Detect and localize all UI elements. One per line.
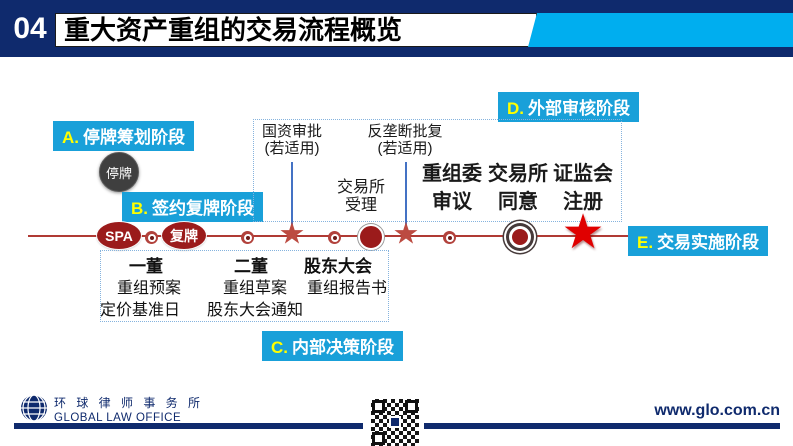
stage-e-label: E.交易实施阶段 xyxy=(628,226,769,256)
meeting-notice-label: 股东大会通知 xyxy=(206,302,304,319)
soe-star-icon: ★ xyxy=(278,217,306,251)
antitrust-star-icon: ★ xyxy=(392,217,420,251)
qr-finder-icon xyxy=(405,400,418,413)
firm-wordmark: 环 球 律 师 事 务 所 GLOBAL LAW OFFICE xyxy=(54,394,204,424)
title-box: 重大资产重组的交易流程概览 xyxy=(55,13,537,47)
csrc-registration-star-icon: ★ xyxy=(561,206,605,260)
firm-name-en: GLOBAL LAW OFFICE xyxy=(54,412,182,424)
spa-badge: SPA xyxy=(97,222,141,249)
page-title: 重大资产重组的交易流程概览 xyxy=(64,15,403,45)
callout-soe-approval: 国资审批 (若适用) xyxy=(262,123,322,157)
external-review-frame xyxy=(253,119,622,222)
milestone-dot-icon xyxy=(443,231,456,244)
committee-line2: 审议 xyxy=(432,191,472,213)
footer-rule-right xyxy=(424,423,780,429)
exchange-consent-line1: 交易所 xyxy=(488,163,548,185)
exchange-acceptance-line2: 受理 xyxy=(344,197,378,214)
qr-finder-icon xyxy=(372,400,385,413)
pricing-date-label: 定价基准日 xyxy=(99,302,181,319)
header-cyan-accent xyxy=(520,13,793,47)
restructuring-report-label: 重组报告书 xyxy=(306,280,388,297)
exchange-acceptance-node-icon xyxy=(358,224,384,250)
stage-a-text: 停牌筹划阶段 xyxy=(83,128,185,147)
committee-line1: 重组委 xyxy=(422,163,482,185)
first-board-label: 一董 xyxy=(129,257,163,276)
callout-csrc-registration: 证监会 注册 xyxy=(553,160,613,216)
csrc-line2: 注册 xyxy=(563,191,603,213)
milestone-dot-icon xyxy=(241,231,254,244)
timeline-axis xyxy=(28,235,756,237)
stage-b-label: B.签约复牌阶段 xyxy=(122,192,263,222)
resume-badge: 复牌 xyxy=(162,222,206,249)
exchange-consent-node-icon xyxy=(512,229,528,245)
qr-code xyxy=(371,399,419,446)
exchange-consent-line2: 同意 xyxy=(498,191,538,213)
stage-d-letter: D. xyxy=(507,99,524,118)
qr-finder-icon xyxy=(372,432,385,445)
header-band: 04 重大资产重组的交易流程概览 xyxy=(0,0,793,57)
antitrust-line1: 反垄断批复 xyxy=(367,123,443,140)
internal-decision-frame xyxy=(100,250,389,322)
stage-a-label: A.停牌筹划阶段 xyxy=(53,121,194,151)
firm-name-cn: 环 球 律 师 事 务 所 xyxy=(54,396,204,410)
website-url: www.glo.com.cn xyxy=(654,402,780,419)
stage-e-text: 交易实施阶段 xyxy=(657,233,760,252)
stage-c-letter: C. xyxy=(271,338,288,357)
second-board-label: 二董 xyxy=(234,257,268,276)
soe-connector-line xyxy=(291,162,293,230)
slide-number: 04 xyxy=(13,12,47,45)
qr-center-logo-icon xyxy=(389,416,401,428)
soe-approval-line2: (若适用) xyxy=(264,140,320,157)
shareholders-meeting-label: 股东大会 xyxy=(304,257,372,276)
antitrust-line2: (若适用) xyxy=(377,140,433,157)
stage-e-letter: E. xyxy=(637,233,654,252)
stage-d-label: D.外部审核阶段 xyxy=(498,92,639,122)
exchange-acceptance-line1: 交易所 xyxy=(336,179,386,196)
milestone-dot-icon xyxy=(145,231,158,244)
restructuring-draft-label: 重组草案 xyxy=(222,280,288,297)
suspension-badge: 停牌 xyxy=(99,152,139,192)
stage-c-label: C.内部决策阶段 xyxy=(262,331,403,361)
callout-committee-review: 重组委 审议 xyxy=(422,160,482,216)
restructuring-plan-label: 重组预案 xyxy=(116,280,182,297)
csrc-line1: 证监会 xyxy=(553,163,613,185)
globe-logo-icon xyxy=(21,394,47,422)
stage-c-text: 内部决策阶段 xyxy=(292,338,394,357)
footer-rule-left xyxy=(14,423,363,429)
soe-approval-line1: 国资审批 xyxy=(261,123,323,140)
milestone-dot-icon xyxy=(328,231,341,244)
stage-b-letter: B. xyxy=(131,199,148,218)
stage-b-text: 签约复牌阶段 xyxy=(152,199,254,218)
stage-d-text: 外部审核阶段 xyxy=(528,99,630,118)
callout-exchange-consent: 交易所 同意 xyxy=(488,160,548,216)
stage-a-letter: A. xyxy=(62,128,79,147)
callout-antitrust: 反垄断批复 (若适用) xyxy=(367,123,442,157)
antitrust-connector-line xyxy=(405,162,407,230)
callout-exchange-acceptance: 交易所 受理 xyxy=(337,179,385,215)
